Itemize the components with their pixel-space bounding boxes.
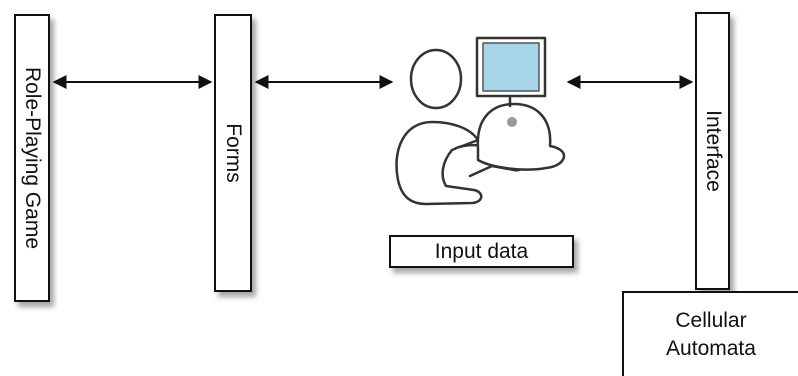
node-input-data: Input data [389,235,574,268]
node-cellular-automata: Cellular Automata [622,291,798,376]
node-cellular-automata-label-line1: Cellular [675,309,747,333]
node-cellular-automata-label-line2: Automata [666,336,756,360]
node-forms: Forms [214,14,252,292]
node-interface-label: Interface [701,110,725,192]
node-input-data-label: Input data [434,239,529,263]
person-head-icon [409,48,463,110]
computer-base-icon [476,102,565,171]
node-interface: Interface [695,12,730,290]
monitor-screen-icon [482,42,540,92]
node-forms-label: Forms [222,123,245,183]
node-role-playing-game-label: Role-Playing Game [21,66,44,250]
apple-logo-icon [507,117,517,127]
node-role-playing-game: Role-Playing Game [14,14,50,302]
user-at-computer-icon [395,36,565,206]
